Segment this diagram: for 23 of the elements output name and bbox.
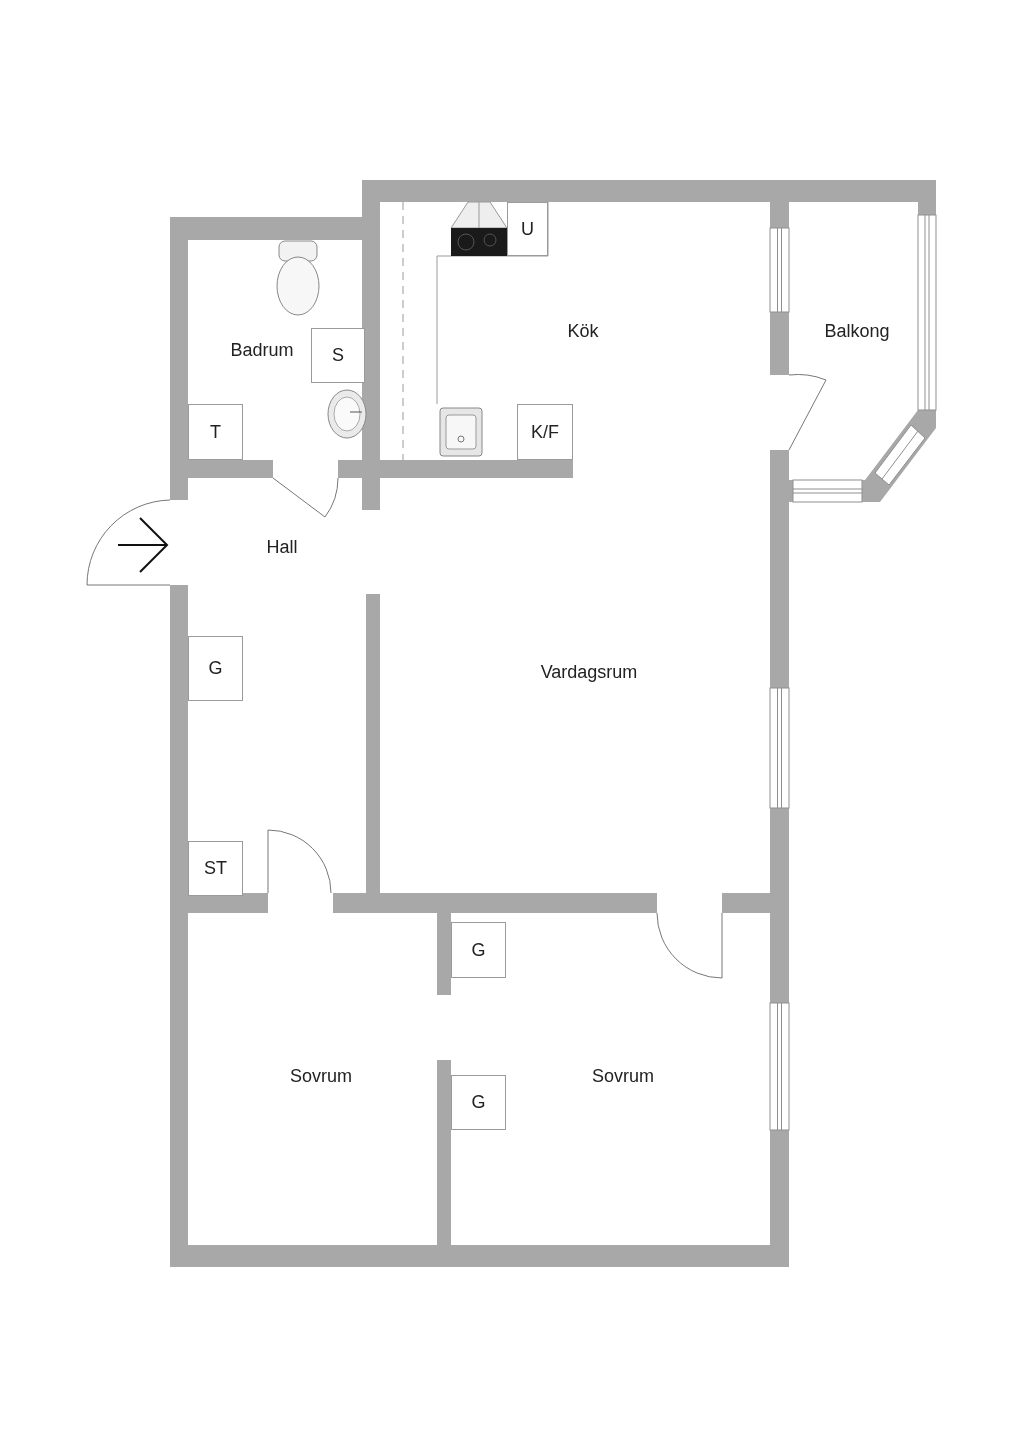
fixture-box	[188, 404, 243, 460]
fixture-label: G	[208, 658, 223, 679]
room-label: Sovrum	[290, 1065, 352, 1087]
fixture-box	[188, 636, 243, 701]
fixture-label: T	[210, 421, 221, 443]
fixture-box	[188, 841, 243, 896]
fixture-label: K/F	[531, 421, 559, 443]
fixture-box	[517, 404, 573, 460]
fixture-label: S	[332, 345, 344, 366]
fixture-box	[451, 922, 506, 978]
fixture-label: U	[521, 218, 534, 240]
room-label: Vardagsrum	[540, 661, 638, 683]
room-label: Kök	[567, 320, 599, 342]
fixture-label: G	[471, 939, 486, 961]
room-label: Badrum	[230, 339, 294, 361]
room-label: Balkong	[824, 320, 890, 342]
fixture-box	[451, 1075, 506, 1130]
fixture-box	[507, 202, 548, 256]
fixture-label: G	[471, 1092, 486, 1113]
fixture-box	[311, 328, 365, 383]
fixture-label: ST	[204, 858, 227, 879]
room-label: Hall	[266, 536, 298, 558]
room-label: Sovrum	[592, 1065, 654, 1087]
